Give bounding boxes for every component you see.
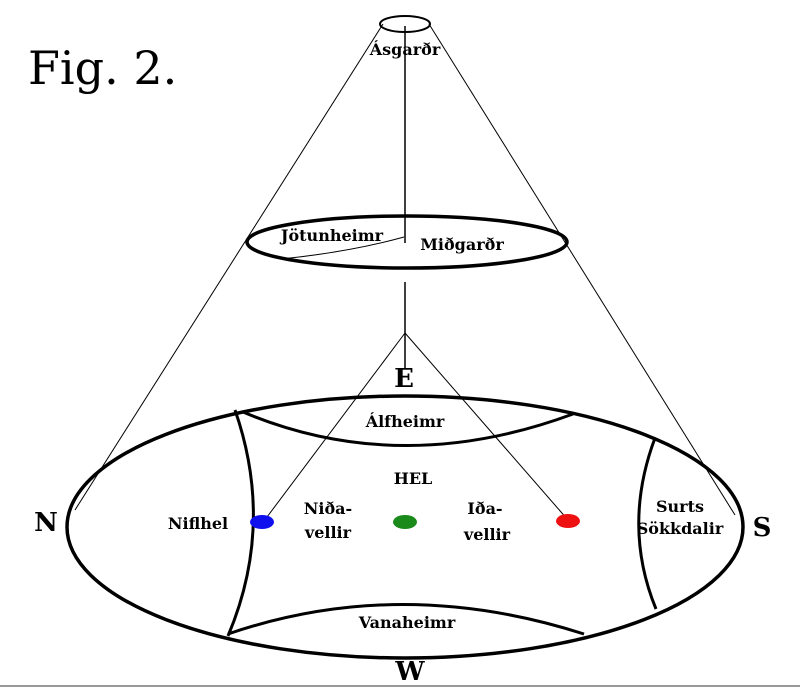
label-jotunheimr: Jötunheimr: [279, 226, 384, 245]
asgardr-ring: [379, 15, 431, 33]
vanaheimr-boundary: [227, 603, 585, 636]
alfheimr-boundary: [242, 410, 574, 447]
figure-title: Fig. 2.: [28, 41, 177, 95]
cone-line-left: [74, 23, 384, 511]
hel-dot: [393, 515, 417, 529]
cone-line-right: [428, 23, 736, 516]
label-ida-line1: Iða-: [467, 499, 502, 518]
label-niflhel: Niflhel: [168, 514, 228, 533]
direction-south: S: [753, 513, 772, 543]
surts-boundary: [637, 437, 658, 610]
ray-to-niflhel: [263, 332, 406, 522]
label-ida-line2: vellir: [463, 525, 511, 544]
label-vanaheimr: Vanaheimr: [358, 613, 456, 632]
label-midgardr: Miðgarðr: [420, 235, 504, 254]
label-alfheimr: Álfheimr: [365, 411, 445, 431]
lower-world-disc: [65, 394, 745, 660]
niflhel-boundary: [226, 409, 255, 637]
label-surts-line2: Sökkdalir: [637, 519, 724, 538]
niflhel-dot: [250, 515, 274, 529]
jotunheimr-boundary: [280, 236, 405, 260]
label-hel: HEL: [394, 469, 433, 488]
label-nida-line1: Niða-: [304, 499, 352, 518]
label-asgardr: Ásgarðr: [369, 39, 441, 59]
label-nida-line2: vellir: [304, 523, 352, 542]
direction-north: N: [34, 508, 58, 538]
ida-dot: [556, 514, 580, 528]
label-surts-line1: Surts: [656, 497, 704, 516]
ray-to-ida: [404, 332, 569, 521]
direction-east: E: [394, 364, 414, 394]
direction-west: W: [394, 657, 425, 687]
midgardr-disc: [245, 214, 569, 270]
